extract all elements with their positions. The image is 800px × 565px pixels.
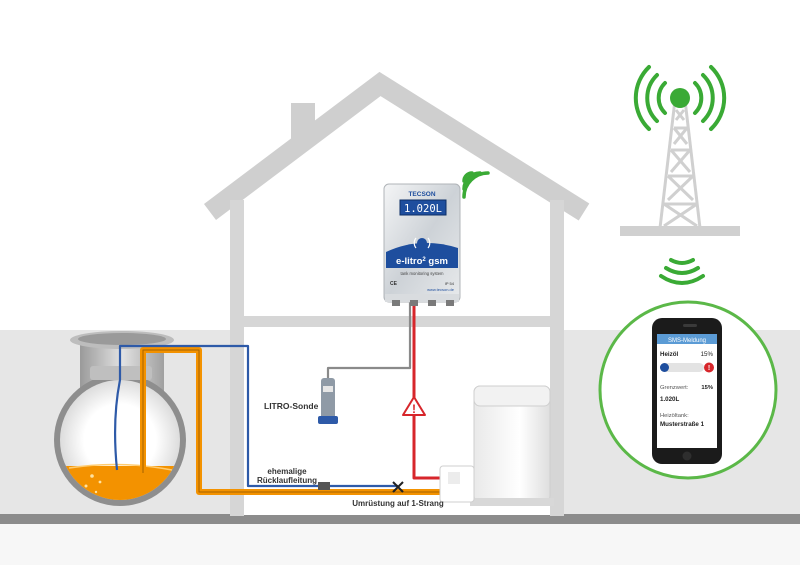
threshold-label: Grenzwert: — [660, 385, 689, 391]
oil-tank — [54, 331, 186, 506]
fuel-percent: 15% — [701, 351, 714, 358]
alert-icon — [704, 362, 714, 373]
signal-waves-icon — [659, 258, 705, 285]
pipes — [113, 300, 455, 495]
volume-value: 1.020L — [660, 396, 679, 403]
probe-label: LITRO-Sonde — [264, 401, 319, 411]
cut-marker-icon — [392, 481, 404, 493]
warning-symbol: ! — [412, 402, 416, 416]
device-tagline: tank monitoring system — [400, 271, 444, 276]
tank-location: Musterstraße 1 — [660, 421, 705, 428]
device-rating: IP 54 — [445, 281, 455, 286]
warning-icon: ! — [402, 396, 426, 416]
threshold-value: 15% — [701, 385, 713, 391]
product-name: e-litro2 gsm — [396, 256, 448, 267]
sms-header: SMS-Meldung — [668, 338, 706, 344]
device-signal-icon — [462, 171, 490, 199]
return-line-cap — [318, 482, 330, 490]
device-brand: TECSON — [408, 191, 435, 198]
alert-symbol: ! — [708, 365, 710, 372]
phone-callout: SMS-Meldung Heizöl 15% ! Grenzwert: 15% … — [598, 300, 778, 480]
boiler — [439, 385, 554, 506]
tank-label: Heizöltank: — [660, 413, 689, 419]
elitro-device: TECSON 1.020L e-litro2 gsm tank monitori… — [383, 183, 461, 306]
ce-mark: CE — [390, 281, 398, 287]
device-display: 1.020L — [404, 203, 442, 215]
return-line-label-2: Rücklaufleitung — [257, 476, 317, 485]
fuel-gauge-fill — [660, 363, 669, 372]
litro-probe — [318, 378, 338, 424]
conversion-label: Umrüstung auf 1-Strang — [352, 499, 444, 508]
fuel-gauge-track — [660, 363, 704, 372]
cell-tower-icon — [620, 65, 740, 236]
return-line-label-1: ehemalige — [267, 467, 307, 476]
device-website: www.tecson.de — [427, 287, 455, 292]
fuel-label: Heizöl — [660, 351, 679, 358]
